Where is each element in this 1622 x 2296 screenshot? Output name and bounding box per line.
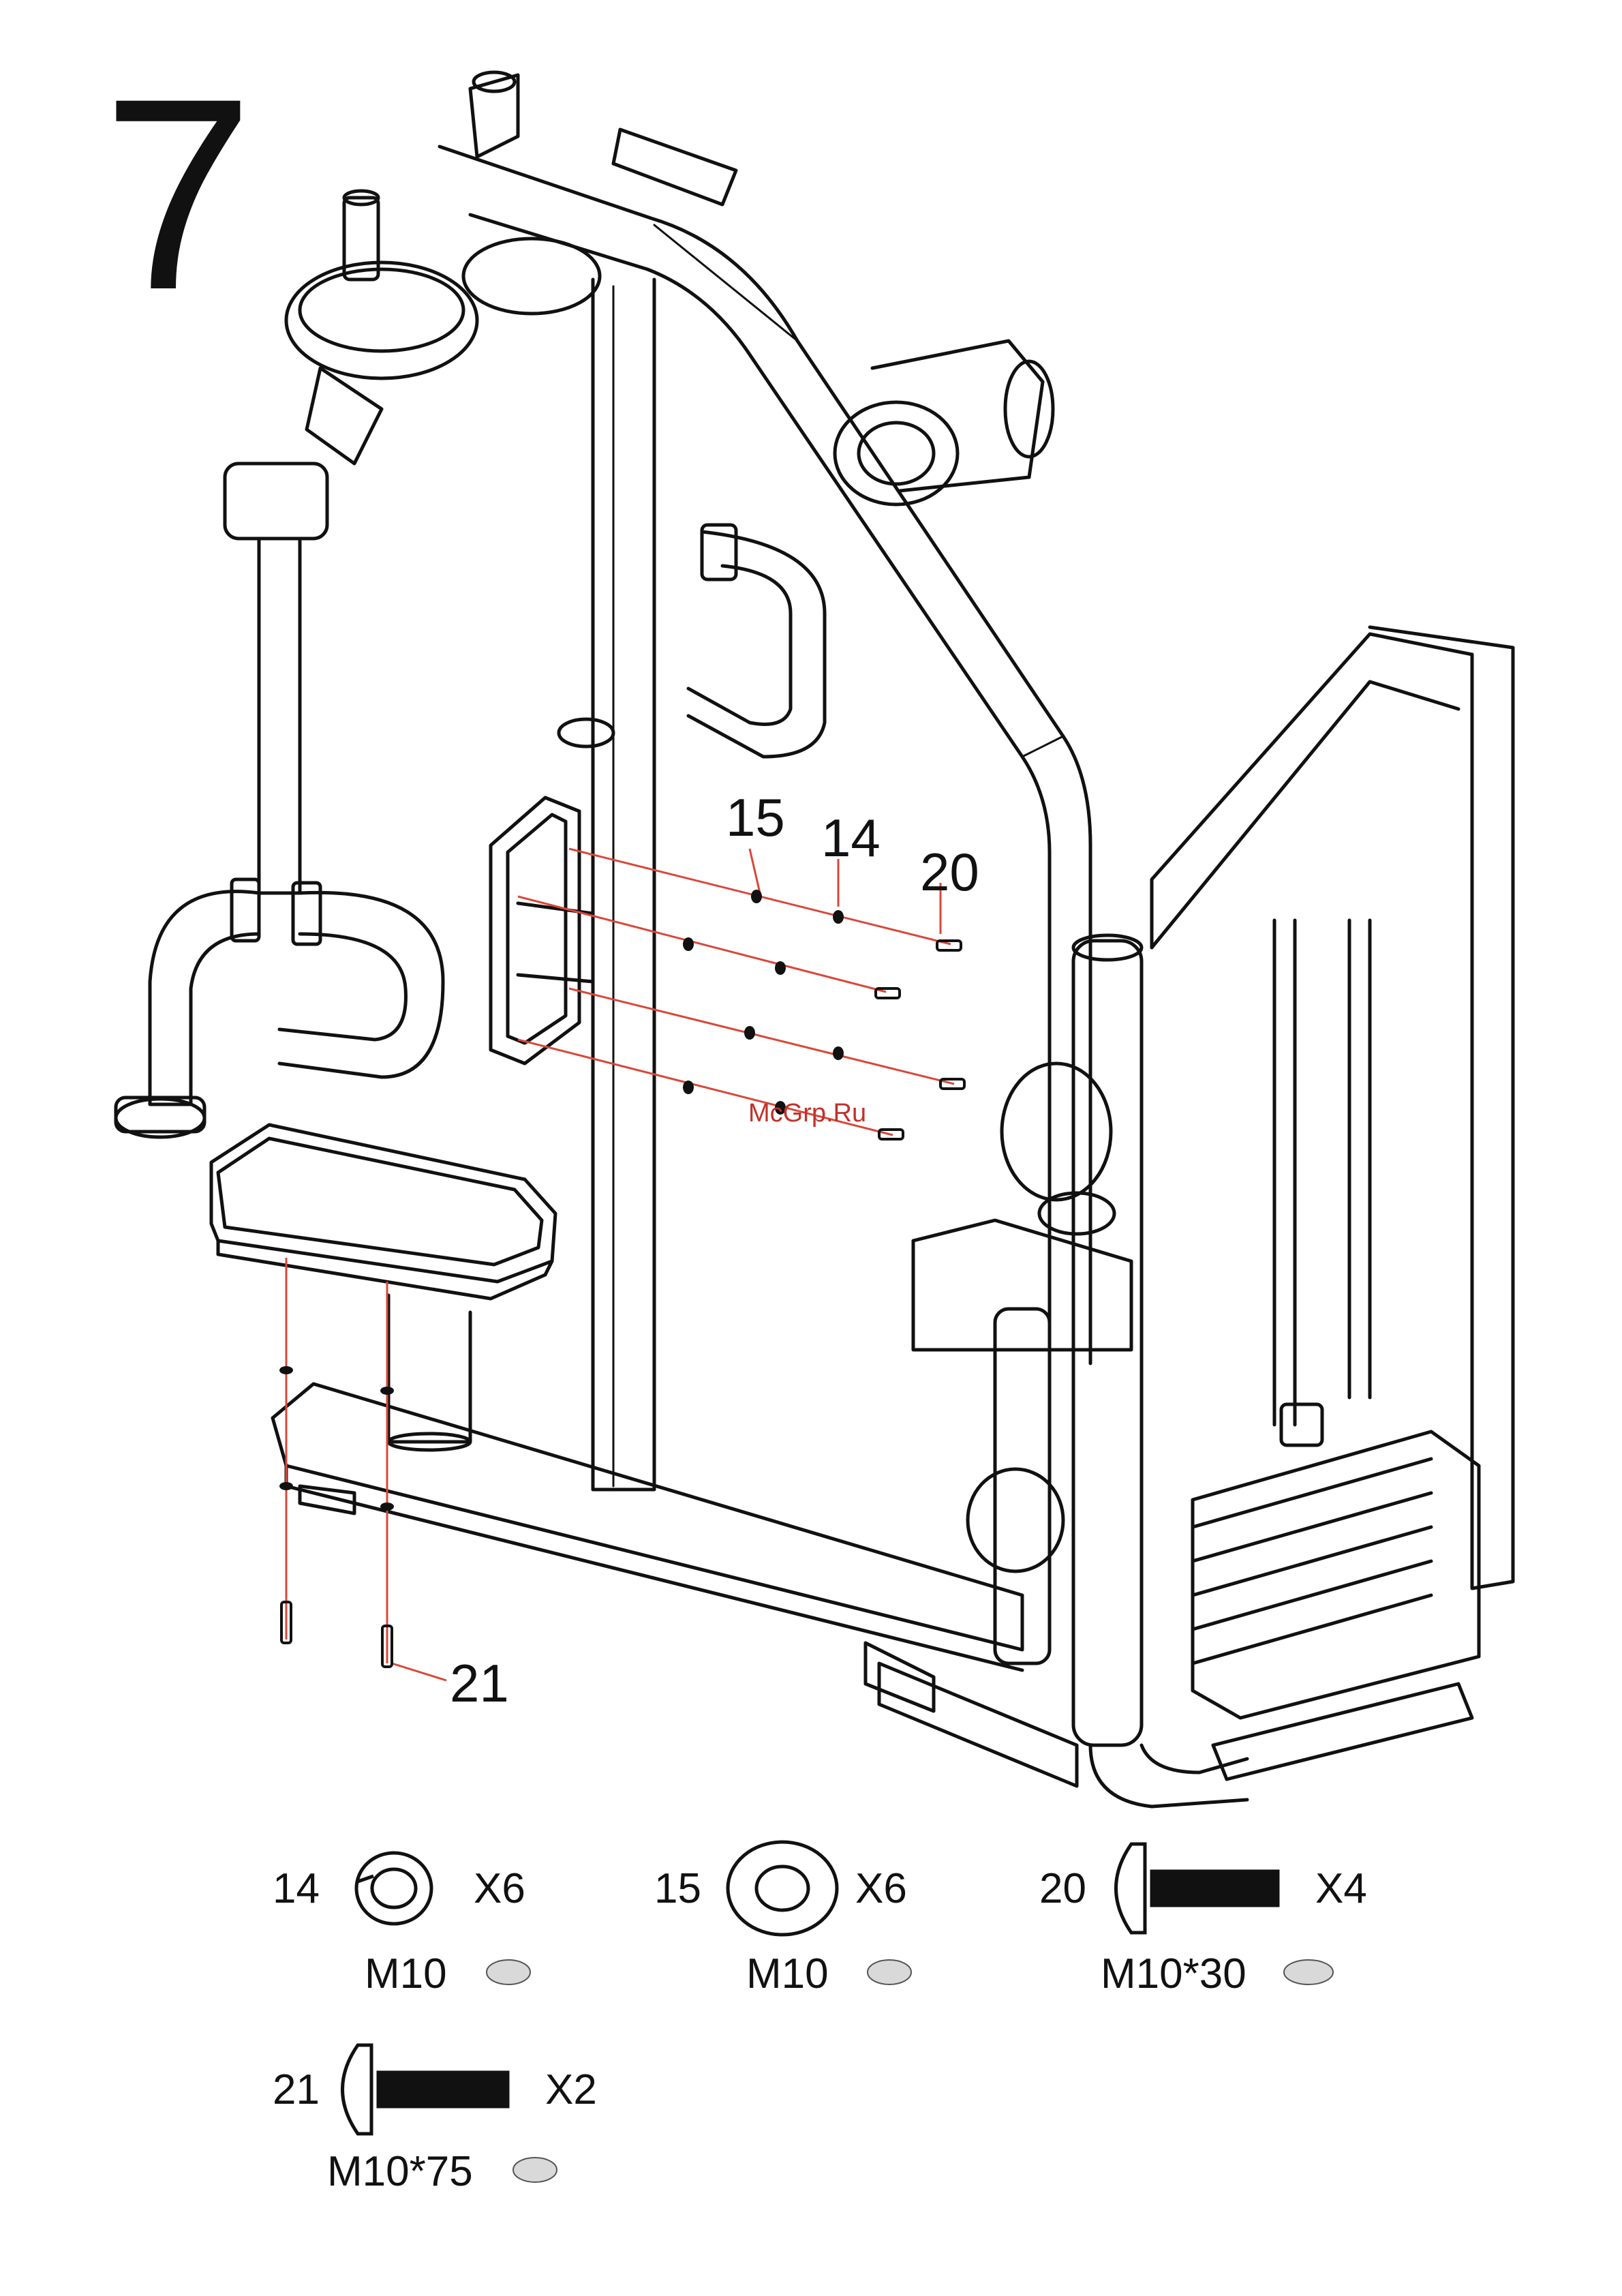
guide-bolts: [281, 941, 964, 1667]
hardware-20-qty: X4: [1315, 1868, 1367, 1910]
spring-washer-icon: [356, 1853, 431, 1924]
watermark: McGrp.Ru: [748, 1099, 866, 1128]
front-upright: [913, 935, 1247, 1807]
hardware-20-number: 20: [1039, 1868, 1086, 1910]
seat-pad: [211, 1125, 555, 1450]
bolt-long-icon: [343, 2045, 508, 2134]
hardware-markers: [279, 890, 844, 1511]
callout-15: 15: [726, 791, 785, 844]
flat-washer-icon: [728, 1842, 837, 1935]
hardware-14-number: 14: [273, 1868, 320, 1910]
hardware-21-size: M10*75: [327, 2151, 473, 2193]
hardware-15-qty: X6: [855, 1868, 907, 1910]
hardware-14-qty: X6: [474, 1868, 525, 1910]
hardware-21-qty: X2: [545, 2069, 597, 2111]
top-pivot-assembly: [286, 72, 736, 464]
hardware-20-size: M10*30: [1101, 1953, 1246, 1995]
hardware-14-size: M10: [365, 1953, 447, 1995]
callout-21: 21: [450, 1657, 509, 1710]
step-number: 7: [102, 58, 254, 331]
callout-14: 14: [821, 811, 881, 864]
left-pec-arm: [116, 464, 443, 1137]
weight-stack-tower: [1152, 627, 1513, 1779]
callout-20: 20: [920, 845, 979, 898]
right-pec-arm: [559, 525, 825, 757]
main-upright-post: [593, 280, 654, 1490]
hardware-21-number: 21: [273, 2069, 320, 2111]
bolt-short-icon: [1116, 1844, 1279, 1933]
back-pad: [491, 798, 593, 1063]
hardware-15-size: M10: [746, 1953, 829, 1995]
hardware-15-number: 15: [654, 1868, 701, 1910]
frame-pulley: [835, 341, 1053, 504]
